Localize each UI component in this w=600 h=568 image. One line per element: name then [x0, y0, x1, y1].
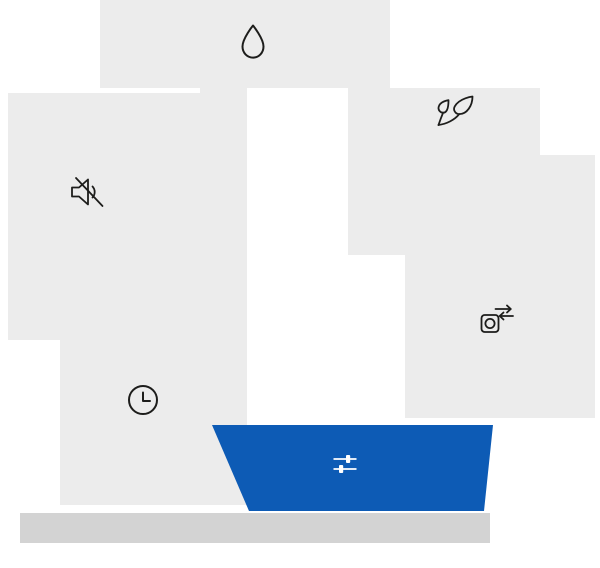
remote-connect-icon — [480, 304, 514, 333]
tile-water — [100, 0, 390, 88]
speaker-muted-icon — [71, 177, 104, 207]
water-drop-icon — [241, 24, 265, 59]
settings-tile-highlight — [212, 425, 493, 511]
tile-time — [60, 263, 247, 505]
clock-icon — [128, 385, 158, 415]
base-bar — [20, 513, 490, 543]
sliders-icon — [333, 455, 357, 473]
tile-connector-column — [200, 88, 247, 263]
eco-leaves-icon — [437, 95, 474, 126]
tile-remote-connect — [405, 155, 595, 418]
